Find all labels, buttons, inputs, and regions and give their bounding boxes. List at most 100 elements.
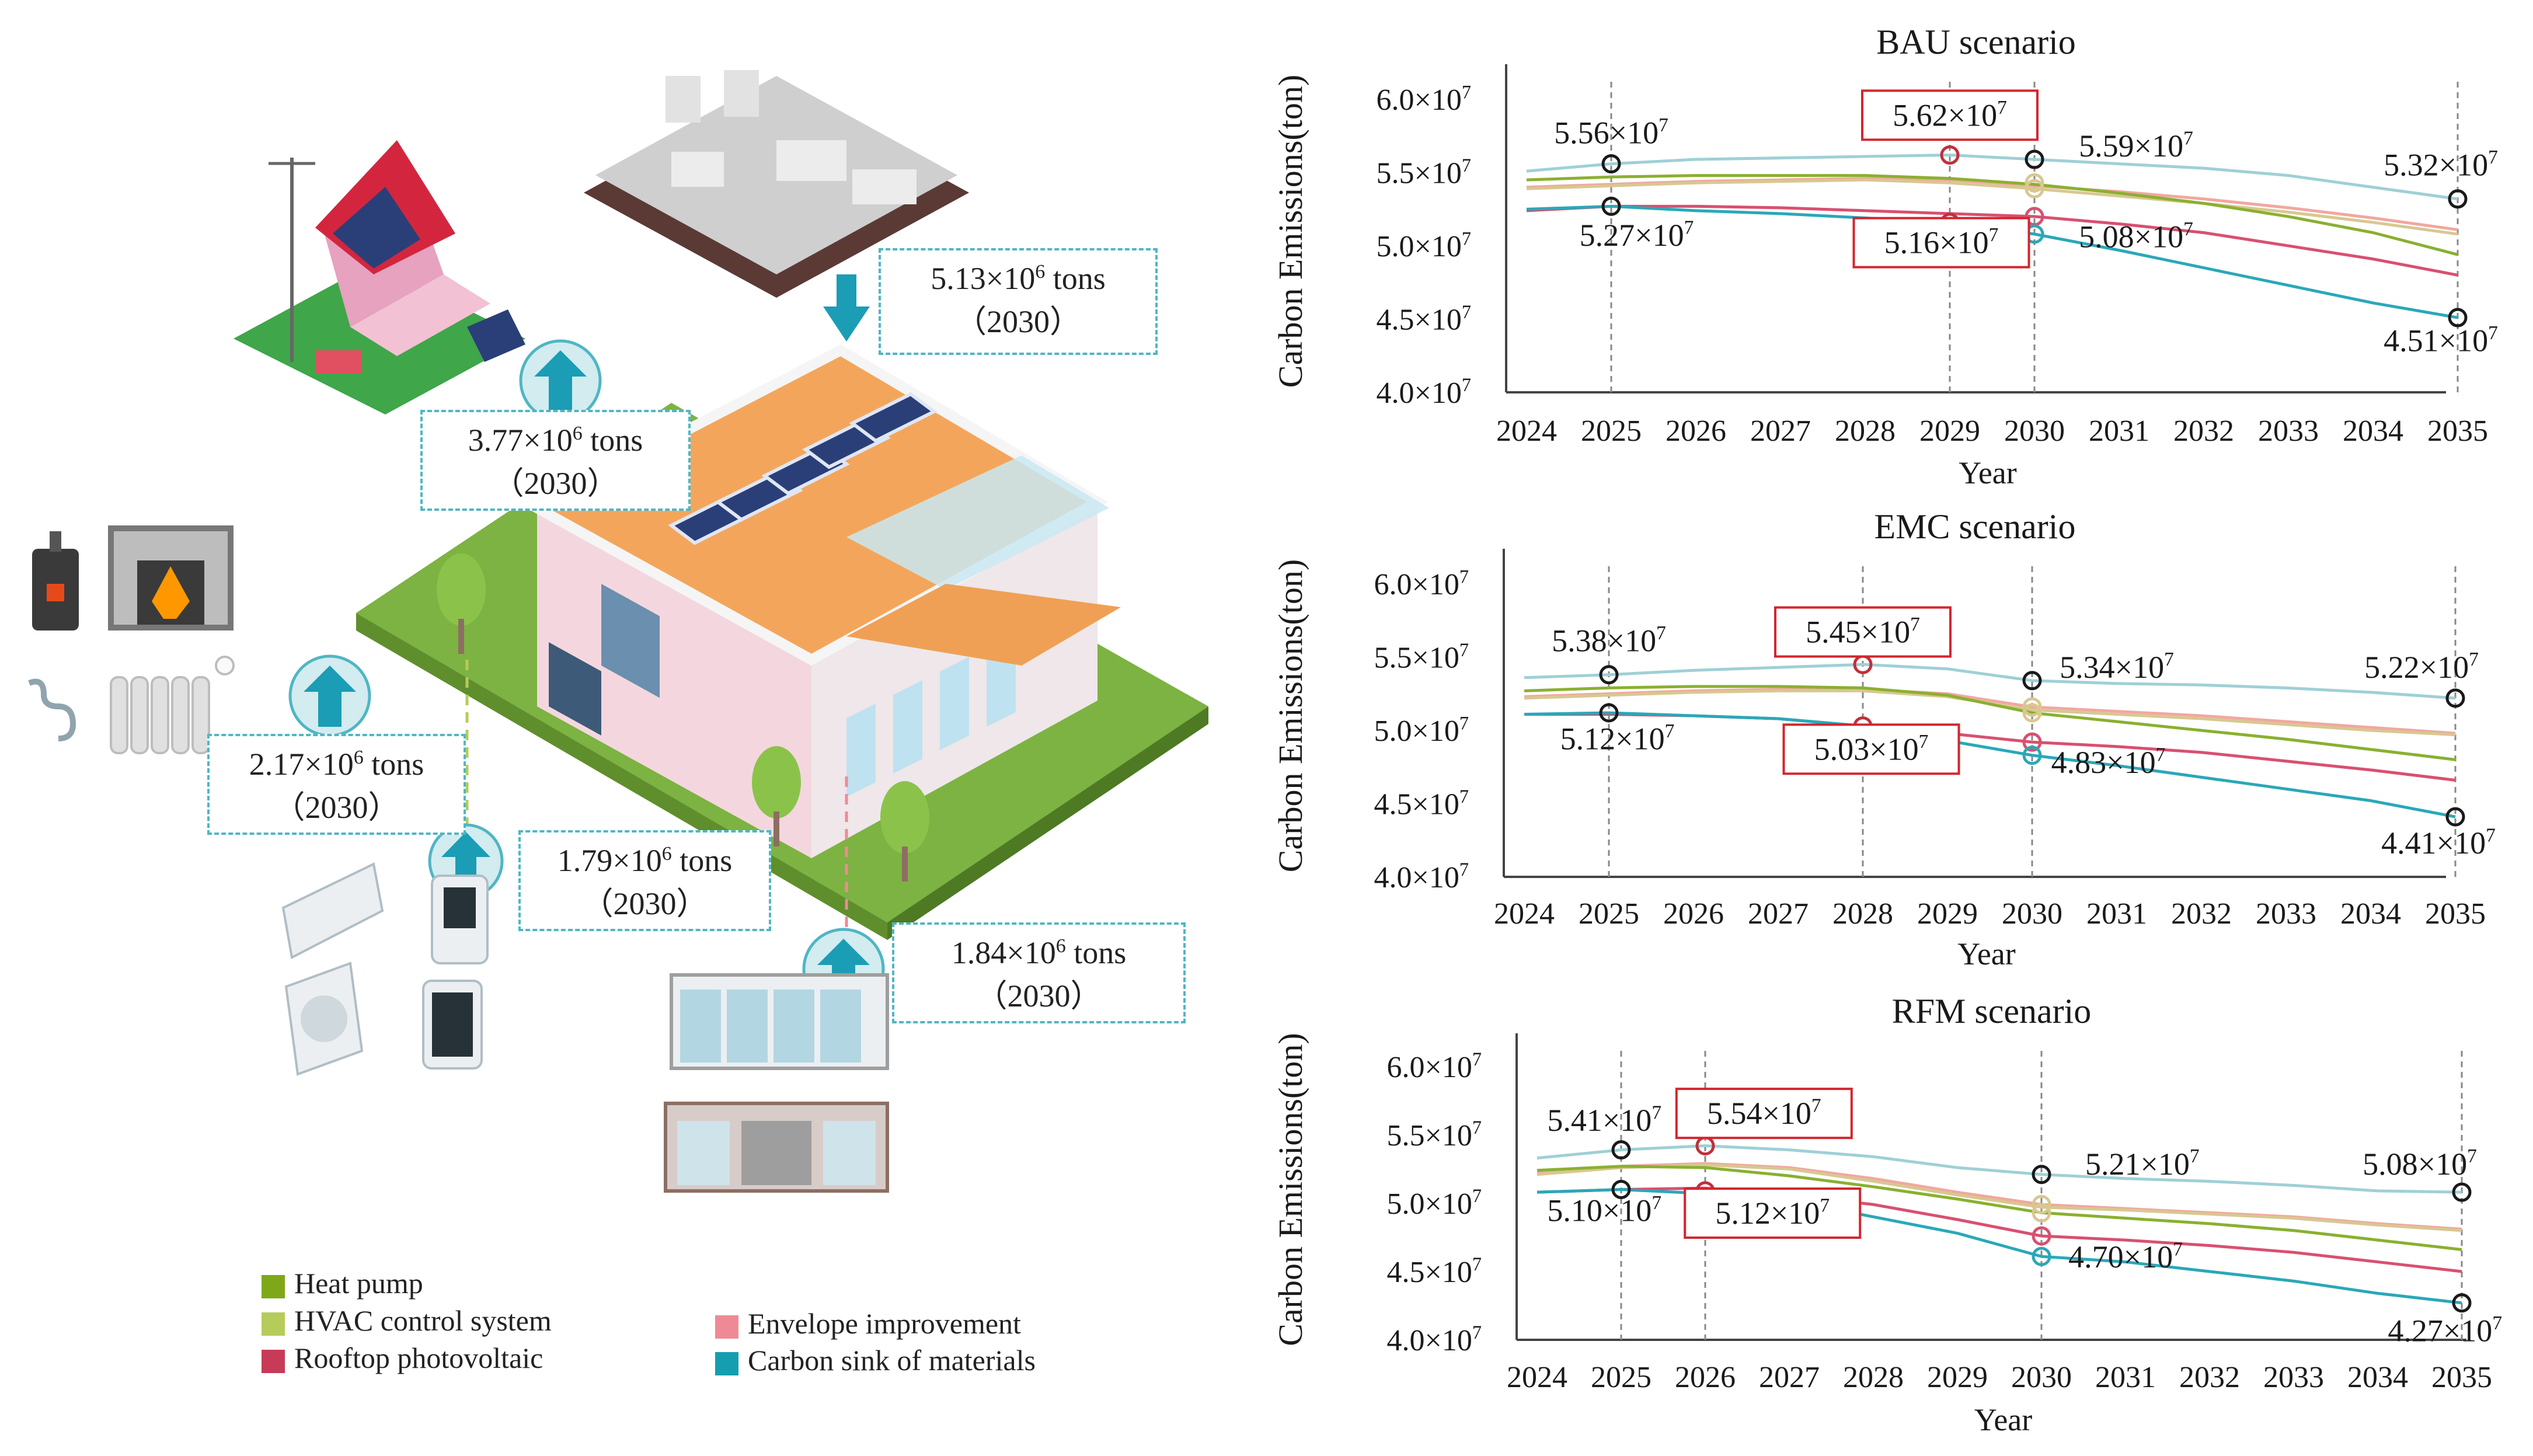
- x-tick-label: 2033: [2263, 1361, 2324, 1394]
- chart-rfm: RFM scenario6.0×1075.5×1075.0×1074.5×107…: [1271, 992, 2502, 1437]
- legend-swatch: [262, 1349, 285, 1373]
- x-tick-label: 2026: [1675, 1361, 1736, 1394]
- y-tick-label: 5.0×107: [1374, 712, 1469, 748]
- series-line: [1526, 178, 2458, 236]
- data-label: 4.27×107: [2388, 1312, 2502, 1349]
- data-label: 4.51×107: [2384, 322, 2498, 358]
- x-tick-label: 2031: [2086, 897, 2147, 931]
- x-tick-label: 2034: [2347, 1361, 2408, 1394]
- highlight-box: [1684, 1187, 1862, 1239]
- x-tick-label: 2034: [2343, 414, 2403, 448]
- smart-panel-icon: [422, 980, 483, 1070]
- data-point-marker: [2022, 697, 2042, 717]
- series-line: [1526, 177, 2458, 231]
- y-tick-label: 4.5×107: [1387, 1253, 1482, 1289]
- data-label: 4.70×107: [2068, 1238, 2183, 1274]
- outdoor-unit-icon: [284, 962, 364, 1076]
- x-tick-label: 2028: [1835, 414, 1896, 448]
- data-label: 5.62×107: [1893, 97, 2007, 133]
- data-point-marker: [2452, 1293, 2472, 1313]
- data-point-marker: [2025, 149, 2044, 169]
- highlight-box: [1675, 1088, 1853, 1140]
- data-label: 5.10×107: [1547, 1192, 1661, 1228]
- x-tick-label: 2035: [2427, 414, 2488, 448]
- x-tick-label: 2025: [1591, 1361, 1651, 1394]
- x-tick-label: 2027: [1750, 414, 1811, 448]
- x-tick-label: 2025: [1581, 414, 1642, 448]
- data-label: 5.59×107: [2079, 128, 2193, 164]
- fireplace-icon: [108, 525, 234, 631]
- radiator-icon: [110, 656, 235, 754]
- x-tick-label: 2028: [1843, 1361, 1904, 1394]
- data-point-marker: [2022, 746, 2042, 765]
- data-point-marker: [2022, 732, 2042, 752]
- series-line: [1526, 154, 2458, 201]
- legend-swatch: [262, 1274, 285, 1298]
- data-label: 4.41×107: [2381, 824, 2496, 861]
- data-point-marker: [2032, 1165, 2051, 1185]
- x-tick-label: 2027: [1748, 897, 1809, 931]
- annotation-heat-pump: 2.17×106 tons （2030）: [207, 734, 466, 835]
- data-point-marker: [2452, 1182, 2472, 1202]
- data-label: 5.41×107: [1547, 1102, 1661, 1138]
- down-arrow-icon: [823, 274, 870, 342]
- data-point-marker: [2448, 189, 2468, 209]
- x-axis-label: Year: [1957, 936, 2016, 971]
- tree: [752, 746, 801, 847]
- highlight-box: [1852, 217, 2030, 269]
- chart-emc: EMC scenario6.0×1075.5×1075.0×1074.5×107…: [1271, 507, 2496, 971]
- x-tick-label: 2035: [2425, 897, 2486, 931]
- lawn-edge-right: [887, 706, 1208, 940]
- data-label: 4.83×107: [2051, 744, 2166, 780]
- series-line: [1536, 1144, 2462, 1194]
- legend-item-rooftop-pv: Rooftop photovoltaic: [262, 1340, 543, 1375]
- x-tick-label: 2031: [2095, 1361, 2156, 1394]
- pipe-coil-icon: [28, 678, 76, 741]
- up-arrow-icon: [519, 339, 602, 422]
- data-point-marker: [2022, 671, 2042, 691]
- legend-item-carbon-sink: Carbon sink of materials: [715, 1343, 1036, 1378]
- y-axis-label: Carbon Emissions(ton): [1271, 1033, 1309, 1346]
- data-point-marker: [2032, 1194, 2051, 1214]
- data-label: 5.21×107: [2085, 1145, 2200, 1182]
- y-tick-label: 5.0×107: [1377, 228, 1471, 263]
- data-label: 5.54×107: [1707, 1095, 1821, 1131]
- tree: [880, 781, 929, 882]
- balcony: [846, 584, 1121, 666]
- x-tick-label: 2027: [1759, 1361, 1820, 1394]
- data-point-marker: [2448, 308, 2468, 328]
- data-point-marker: [1940, 145, 1960, 165]
- x-axis-label: Year: [1974, 1402, 2033, 1437]
- series-line: [1524, 685, 2456, 761]
- glass-canopy: [846, 455, 1109, 590]
- building-illustration: [28, 70, 1208, 1193]
- data-label: 5.12×107: [1715, 1195, 1830, 1231]
- data-label: 5.08×107: [2079, 218, 2193, 255]
- thermostat-icon: [431, 875, 489, 964]
- y-tick-label: 5.5×107: [1377, 155, 1471, 190]
- chart-title: RFM scenario: [1892, 992, 2092, 1030]
- legend-swatch: [715, 1351, 738, 1375]
- y-tick-label: 5.5×107: [1387, 1117, 1482, 1152]
- series-line: [1526, 204, 2458, 277]
- cottage-with-solar: [234, 140, 525, 414]
- x-tick-label: 2030: [2011, 1361, 2072, 1394]
- data-label: 5.56×107: [1554, 114, 1668, 151]
- x-tick-label: 2024: [1494, 897, 1555, 931]
- data-point-marker: [1599, 665, 1619, 685]
- highlight-box: [1782, 723, 1960, 775]
- data-label: 5.38×107: [1552, 622, 1666, 659]
- legend-item-envelope: Envelope improvement: [715, 1306, 1021, 1341]
- x-tick-label: 2025: [1579, 897, 1639, 931]
- x-tick-label: 2029: [1919, 414, 1980, 448]
- data-label: 5.03×107: [1814, 731, 1929, 767]
- x-tick-label: 2024: [1507, 1361, 1567, 1394]
- y-tick-label: 4.0×107: [1387, 1322, 1482, 1357]
- series-line: [1536, 1165, 2462, 1251]
- y-tick-label: 6.0×107: [1387, 1049, 1482, 1084]
- x-tick-label: 2034: [2340, 897, 2401, 931]
- data-label: 5.34×107: [2060, 649, 2174, 685]
- y-tick-label: 4.0×107: [1377, 374, 1471, 410]
- data-label: 5.32×107: [2384, 147, 2498, 183]
- x-tick-label: 2032: [2173, 414, 2234, 448]
